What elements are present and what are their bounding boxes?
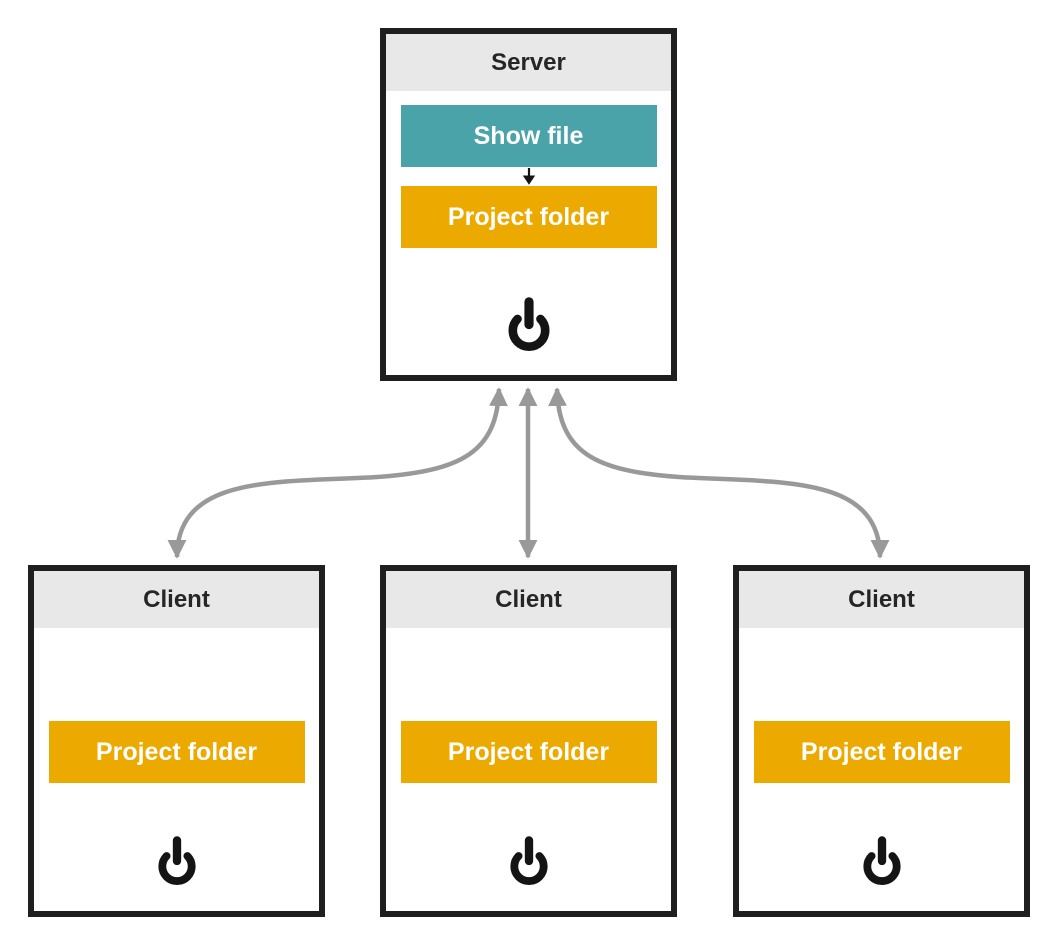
client-node-3: Client Project folder [733,565,1030,917]
connector-server-client-left [167,387,508,559]
client-node-2: Client Project folder [380,565,677,917]
server-header: Server [386,34,671,91]
client-3-project-folder-button[interactable]: Project folder [753,721,1010,783]
show-file-button[interactable]: Show file [400,105,657,167]
down-arrow-icon [522,168,535,185]
client-3-title: Client [848,585,915,613]
client-2-body: Project folder [386,628,671,911]
power-icon[interactable] [504,835,553,887]
client-1-title: Client [143,585,210,613]
power-icon[interactable] [502,296,556,353]
client-2-title: Client [495,585,562,613]
server-title: Server [491,48,566,76]
client-1-project-folder-button[interactable]: Project folder [48,721,305,783]
client-3-body: Project folder [739,628,1024,911]
client-3-header: Client [739,571,1024,628]
client-1-header: Client [34,571,319,628]
server-body: Show file Project folder [386,91,671,375]
server-node: Server Show file Project folder [380,28,677,381]
client-2-project-folder-button[interactable]: Project folder [400,721,657,783]
client-2-header: Client [386,571,671,628]
power-icon[interactable] [857,835,906,887]
server-project-folder-button[interactable]: Project folder [400,186,657,248]
client-1-body: Project folder [34,628,319,911]
client-node-1: Client Project folder [28,565,325,917]
connector-server-client-right [548,387,890,559]
power-icon[interactable] [152,835,201,887]
